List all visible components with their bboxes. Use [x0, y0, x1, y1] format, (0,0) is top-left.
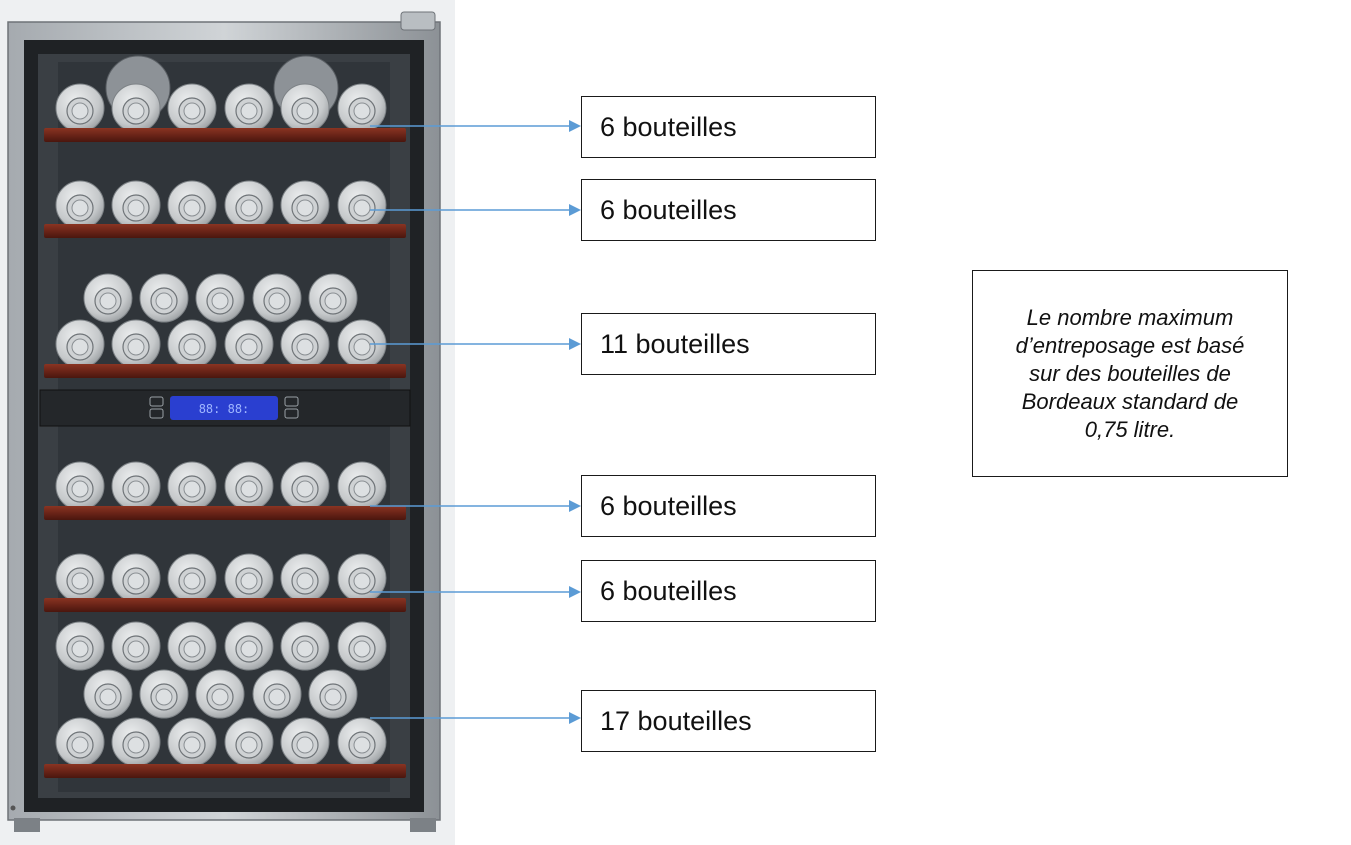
note-line: sur des bouteilles de	[1029, 360, 1231, 386]
shelf-2-label-text: 6 bouteilles	[600, 194, 737, 225]
bottle	[280, 621, 330, 671]
top-hinge	[400, 11, 436, 31]
shelf-1-label: 6 bouteilles	[581, 96, 876, 158]
bottle	[167, 553, 217, 603]
wooden-shelf	[44, 506, 406, 520]
button-left-up[interactable]	[149, 396, 164, 407]
button-right-down[interactable]	[284, 408, 299, 419]
bottle	[111, 461, 161, 511]
note-line: d’entreposage est basé	[1015, 332, 1245, 358]
bottle	[111, 717, 161, 767]
bottle	[139, 669, 189, 719]
bottle	[55, 553, 105, 603]
bottle	[337, 717, 387, 767]
shelf-2-label: 6 bouteilles	[581, 179, 876, 241]
bottle	[224, 621, 274, 671]
bottle	[55, 180, 105, 230]
bottle	[252, 273, 302, 323]
bottle	[167, 83, 217, 133]
bottle	[224, 717, 274, 767]
wooden-shelf	[44, 764, 406, 778]
bottle	[308, 273, 358, 323]
bottle	[111, 180, 161, 230]
bottle	[167, 319, 217, 369]
wooden-shelf	[44, 128, 406, 142]
button-right-up[interactable]	[284, 396, 299, 407]
wooden-shelf	[44, 598, 406, 612]
button-left-down[interactable]	[149, 408, 164, 419]
bottle	[83, 669, 133, 719]
shelf-4-label-text: 6 bouteilles	[600, 490, 737, 521]
shelf-6-label: 17 bouteilles	[581, 690, 876, 752]
bottle	[167, 717, 217, 767]
bottle	[111, 83, 161, 133]
bottle	[280, 717, 330, 767]
bottle	[224, 319, 274, 369]
shelf-1-label-text: 6 bouteilles	[600, 111, 737, 142]
foot-right	[410, 818, 436, 832]
bottle	[55, 621, 105, 671]
bottle	[55, 717, 105, 767]
control-panel: 88: 88:	[39, 389, 411, 427]
wooden-shelf	[44, 224, 406, 238]
bottle	[308, 669, 358, 719]
bottle	[280, 553, 330, 603]
lcd-display	[170, 396, 278, 420]
bottle	[195, 669, 245, 719]
bottle	[55, 461, 105, 511]
bottle	[337, 461, 387, 511]
bottle	[337, 180, 387, 230]
shelf-5-label-text: 6 bouteilles	[600, 575, 737, 606]
bottle	[337, 621, 387, 671]
bottle	[280, 180, 330, 230]
bottle	[111, 319, 161, 369]
note-line: Bordeaux standard de	[1021, 388, 1239, 414]
shelf-6-label-text: 17 bouteilles	[600, 705, 752, 736]
bottle	[224, 83, 274, 133]
bottle	[167, 180, 217, 230]
capacity-note: Le nombre maximum d’entreposage est basé…	[972, 270, 1288, 477]
bottle	[224, 461, 274, 511]
bottle	[111, 621, 161, 671]
bottle	[280, 461, 330, 511]
shelf-3-label-text: 11 bouteilles	[600, 328, 750, 359]
shelf-3-label: 11 bouteilles	[581, 313, 876, 375]
bottle	[337, 319, 387, 369]
bottle	[55, 319, 105, 369]
bottle	[167, 461, 217, 511]
bottle	[337, 553, 387, 603]
bottle	[83, 273, 133, 323]
bottle	[195, 273, 245, 323]
bottle	[224, 553, 274, 603]
shelf-4-label: 6 bouteilles	[581, 475, 876, 537]
bottle	[280, 319, 330, 369]
bottle	[280, 83, 330, 133]
bottle	[55, 83, 105, 133]
note-line: Le nombre maximum	[1026, 304, 1234, 330]
lcd-readout: 88: 88:	[199, 402, 250, 416]
bottle	[167, 621, 217, 671]
shelf-5-label: 6 bouteilles	[581, 560, 876, 622]
bottle	[252, 669, 302, 719]
bottle	[224, 180, 274, 230]
bottle	[111, 553, 161, 603]
door-screw	[10, 805, 16, 811]
bottle	[337, 83, 387, 133]
wooden-shelf	[44, 364, 406, 378]
note-line: 0,75 litre.	[1084, 416, 1176, 442]
bottle	[139, 273, 189, 323]
foot-left	[14, 818, 40, 832]
